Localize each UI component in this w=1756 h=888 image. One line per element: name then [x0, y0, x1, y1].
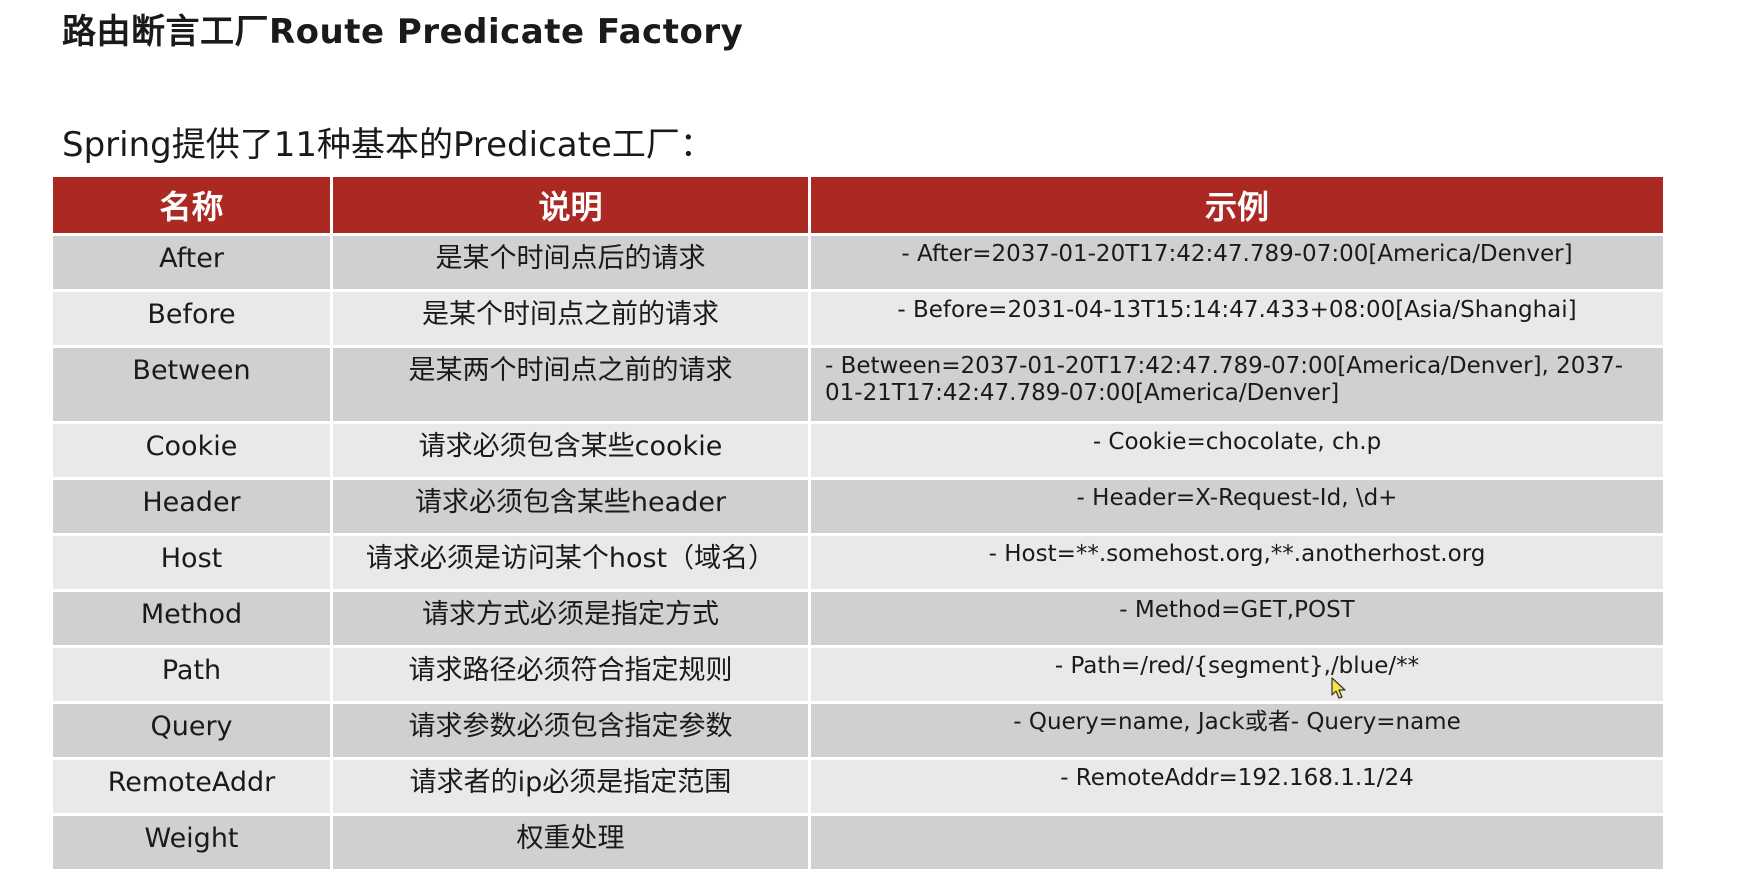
cell-example: - Before=2031-04-13T15:14:47.433+08:00[A… — [811, 292, 1663, 348]
table-row-remoteaddr: RemoteAddr 请求者的ip必须是指定范围 - RemoteAddr=19… — [53, 760, 1663, 816]
cell-name: Host — [53, 536, 333, 592]
cell-description: 请求者的ip必须是指定范围 — [333, 760, 811, 816]
cell-description: 是某个时间点之前的请求 — [333, 292, 811, 348]
cell-description: 权重处理 — [333, 816, 811, 872]
header-name: 名称 — [53, 177, 333, 236]
cell-name: Header — [53, 480, 333, 536]
cell-name: Query — [53, 704, 333, 760]
cell-name: Cookie — [53, 424, 333, 480]
table-row-host: Host 请求必须是访问某个host（域名） - Host=**.somehos… — [53, 536, 1663, 592]
table-row-between: Between 是某两个时间点之前的请求 - Between=2037-01-2… — [53, 348, 1663, 424]
cell-description: 请求参数必须包含指定参数 — [333, 704, 811, 760]
table-row-method: Method 请求方式必须是指定方式 - Method=GET,POST — [53, 592, 1663, 648]
cell-example: - Header=X-Request-Id, \d+ — [811, 480, 1663, 536]
cell-name: RemoteAddr — [53, 760, 333, 816]
cell-description: 请求方式必须是指定方式 — [333, 592, 811, 648]
header-example: 示例 — [811, 177, 1663, 236]
cell-name: Before — [53, 292, 333, 348]
cell-example: - After=2037-01-20T17:42:47.789-07:00[Am… — [811, 236, 1663, 292]
cell-example: - Query=name, Jack或者- Query=name — [811, 704, 1663, 760]
cell-description: 是某个时间点后的请求 — [333, 236, 811, 292]
cell-example: - RemoteAddr=192.168.1.1/24 — [811, 760, 1663, 816]
cell-description: 请求必须是访问某个host（域名） — [333, 536, 811, 592]
cell-example: - Path=/red/{segment},/blue/** — [811, 648, 1663, 704]
cell-description: 请求必须包含某些cookie — [333, 424, 811, 480]
table-row-cookie: Cookie 请求必须包含某些cookie - Cookie=chocolate… — [53, 424, 1663, 480]
slide-subtitle: Spring提供了11种基本的Predicate工厂： — [62, 125, 714, 165]
table-row-query: Query 请求参数必须包含指定参数 - Query=name, Jack或者-… — [53, 704, 1663, 760]
predicate-table: 名称 说明 示例 After 是某个时间点后的请求 - After=2037-0… — [53, 177, 1663, 872]
cell-description: 请求路径必须符合指定规则 — [333, 648, 811, 704]
table-row-header: Header 请求必须包含某些header - Header=X-Request… — [53, 480, 1663, 536]
slide-title: 路由断言工厂Route Predicate Factory — [62, 12, 744, 52]
cell-name: Method — [53, 592, 333, 648]
cell-name: After — [53, 236, 333, 292]
cell-description: 请求必须包含某些header — [333, 480, 811, 536]
table-row-before: Before 是某个时间点之前的请求 - Before=2031-04-13T1… — [53, 292, 1663, 348]
cell-example: - Cookie=chocolate, ch.p — [811, 424, 1663, 480]
cell-name: Between — [53, 348, 333, 424]
table-row-path: Path 请求路径必须符合指定规则 - Path=/red/{segment},… — [53, 648, 1663, 704]
table-header-row: 名称 说明 示例 — [53, 177, 1663, 236]
header-description: 说明 — [333, 177, 811, 236]
cell-example: - Method=GET,POST — [811, 592, 1663, 648]
cell-example: - Host=**.somehost.org,**.anotherhost.or… — [811, 536, 1663, 592]
table-row-after: After 是某个时间点后的请求 - After=2037-01-20T17:4… — [53, 236, 1663, 292]
cell-description: 是某两个时间点之前的请求 — [333, 348, 811, 424]
cell-name: Path — [53, 648, 333, 704]
cell-example — [811, 816, 1663, 872]
cell-example: - Between=2037-01-20T17:42:47.789-07:00[… — [811, 348, 1663, 424]
table-row-weight: Weight 权重处理 — [53, 816, 1663, 872]
cell-name: Weight — [53, 816, 333, 872]
mouse-pointer-icon — [1331, 677, 1346, 699]
